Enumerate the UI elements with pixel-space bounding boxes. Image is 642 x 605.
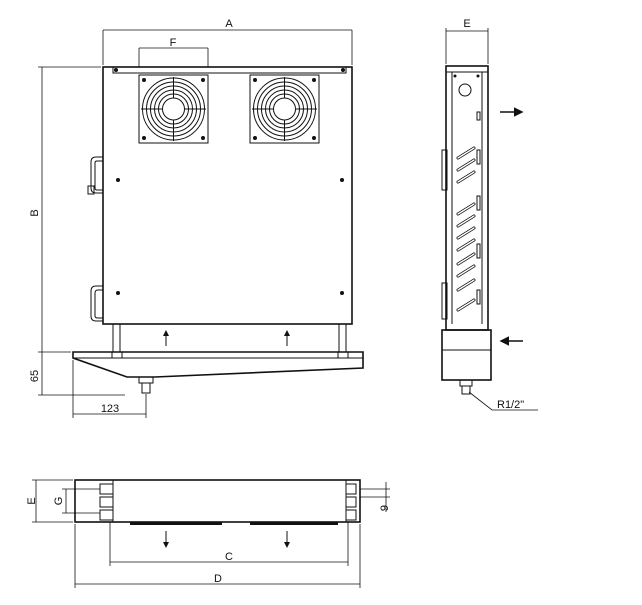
dim-9-label: 9 [379,505,391,511]
dim-F-label: F [170,37,177,49]
coil-slots [456,111,481,312]
fan-left [138,74,209,144]
dim-E-bottom-label: E [26,497,38,504]
fan-right [249,74,320,144]
bottom-view: E G 9 C D [26,479,391,588]
bottom-body [74,479,361,523]
side-view: E R1/2" [441,18,538,411]
side-tray [441,329,492,381]
dim-G-label: G [53,497,65,506]
dim-65-label: 65 [29,370,41,382]
dim-B-label: B [29,209,41,216]
dim-A-label: A [225,18,233,30]
dim-E-side-label: E [463,18,470,30]
side-drain [461,385,471,395]
thread-label: R1/2" [497,399,524,411]
front-view: A F B 65 123 [29,18,364,418]
dim-123-label: 123 [101,403,119,415]
cabinet-body [102,66,353,325]
upper-pipe [90,156,103,194]
lower-pipe [90,285,103,322]
dim-C-label: C [225,551,233,563]
drain-outlet [141,382,151,394]
dim-D-label: D [214,573,222,585]
drip-tray [72,351,364,378]
top-rail [112,66,347,74]
